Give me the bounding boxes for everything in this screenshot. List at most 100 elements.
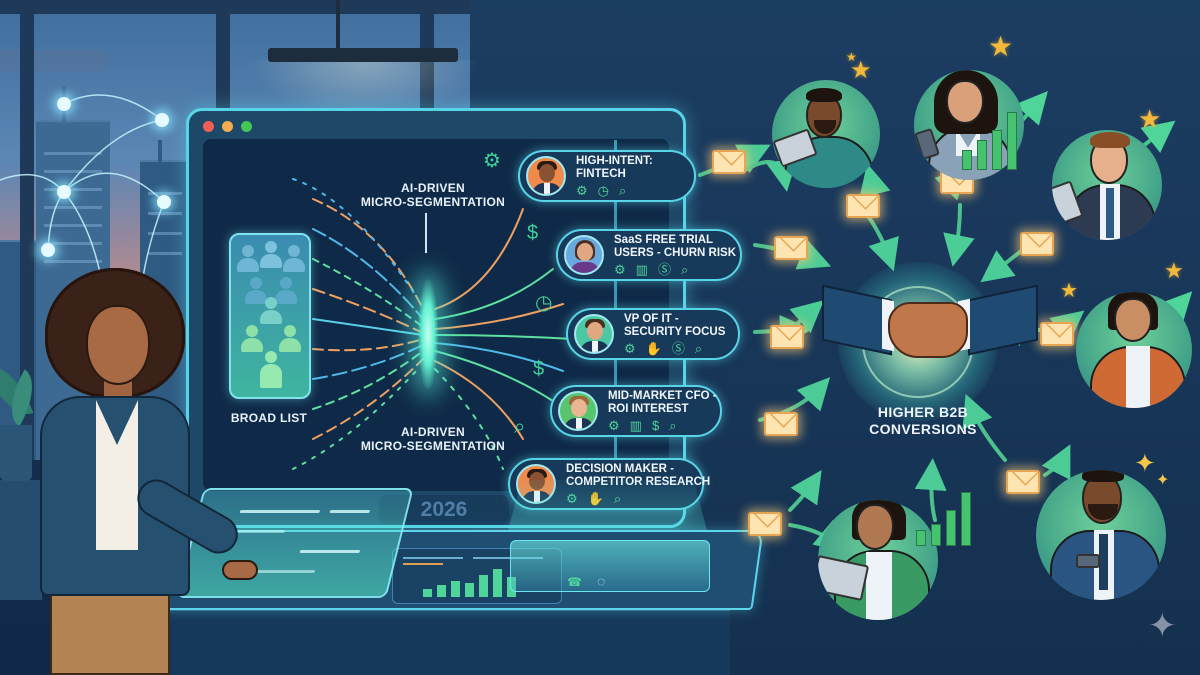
person-icon [245,277,267,304]
avatar [558,391,598,431]
segment-title: COMPETITOR RESEARCH [566,476,710,489]
segment-title: DECISION MAKER - [566,462,674,475]
gears-icon: ⚙ [624,340,636,356]
plant-pot [0,425,32,481]
customer-woman-orange-blazer[interactable] [1076,292,1192,408]
sparkle-icon: ✦ [1134,448,1156,478]
avatar [574,314,614,354]
person-icon [260,351,282,388]
handshake-icon: ✋ [645,340,662,356]
network-node [57,185,71,199]
broad-list-card [229,233,311,399]
person-icon [260,241,282,268]
segment-title: VP OF IT - [624,312,679,325]
bar-chart-icon: ▥ [635,261,648,277]
dollar-timer-icon: $ [527,222,539,244]
gear-icon: ⚙ [576,182,588,198]
label-pointer [425,213,427,253]
envelope-icon [1040,322,1074,346]
segment-card-saas-churn[interactable]: SaaS FREE TRIAL USERS - CHURN RISK ⚙ ▥ Ⓢ… [556,229,742,281]
dollar-icon: $ [533,358,545,380]
broad-list-label: BROAD LIST [230,411,308,425]
dollar-icon: Ⓢ [657,261,671,277]
envelope-icon [1020,232,1054,256]
growth-chart [916,490,971,546]
gears-icon: ⚙ [608,417,620,433]
star-icon: ★ [846,50,857,64]
dollar-icon: $ [651,417,660,433]
network-node [157,195,171,209]
growth-chart [962,110,1017,170]
clock-icon: ◷ [597,182,609,198]
close-dot[interactable] [203,121,214,132]
person-icon [237,245,259,272]
search-icon: ⌕ [614,491,621,506]
presenter-hand [222,560,258,580]
avatar [526,156,566,196]
segment-icons: ⚙ ▥ $ ⌕ [608,417,717,433]
segment-title: USERS - CHURN RISK [614,246,737,259]
segment-title: HIGH-INTENT: [576,154,653,167]
person-icon [279,325,301,352]
envelope-icon [846,194,880,218]
envelope-icon [774,236,808,260]
window-frame [20,0,34,460]
handshake-icon [888,302,968,358]
maximize-dot[interactable] [241,121,252,132]
avatar [564,235,604,275]
envelope-icon [770,325,804,349]
minimize-dot[interactable] [222,121,233,132]
customer-man-suit-tablet[interactable] [1052,130,1162,240]
envelope-icon [764,412,798,436]
segment-icons: ⚙ ✋ Ⓢ ⌕ [624,340,725,356]
segment-title: MID-MARKET CFO - [608,389,717,402]
segment-card-vp-it[interactable]: VP OF IT - SECURITY FOCUS ⚙ ✋ Ⓢ ⌕ [566,308,740,360]
gears-icon: ⚙ [614,261,626,277]
ceiling-lamp [268,48,458,62]
console-base [170,608,730,675]
segment-title: ROI INTEREST [608,402,689,415]
segment-card-cfo-roi[interactable]: MID-MARKET CFO - ROI INTEREST ⚙ ▥ $ ⌕ [550,385,722,437]
segment-title: SECURITY FOCUS [624,325,726,338]
star-icon: ★ [850,57,872,84]
window-frame [0,0,470,14]
presenter-face [86,305,150,385]
segment-card-fintech[interactable]: HIGH-INTENT: FINTECH ⚙ ◷ ⌕ [518,150,696,202]
customer-woman-green-blazer-laptop[interactable] [818,500,938,620]
customer-man-blue-suit-phone[interactable] [1036,470,1166,600]
segment-card-decision-maker[interactable]: DECISION MAKER - COMPETITOR RESEARCH ⚙ ✋… [508,458,710,510]
envelope-icon [748,512,782,536]
segment-icons: ⚙ ✋ ⌕ [566,491,710,506]
search-icon: ⌕ [619,182,627,198]
console-hologram-panel[interactable]: ☎ ◌ [510,540,710,592]
bar-chart-icon: ▥ [629,417,642,433]
network-node [57,97,71,111]
handshake-icon: ✋ [588,491,604,506]
dollar-icon: Ⓢ [671,340,685,356]
conversion-label-line2: CONVERSIONS [869,421,977,437]
star-icon: ★ [1138,104,1162,134]
person-icon [241,325,263,352]
conversion-label-line1: HIGHER B2B [877,404,969,420]
star-icon: ★ [988,31,1014,62]
lamp-cord [336,0,340,50]
top-segmentation-label: AI-DRIVEN MICRO-SEGMENTATION [360,181,506,209]
envelope-icon [1006,470,1040,494]
gears-icon: ⚙ [566,491,578,506]
network-node [155,113,169,127]
network-node [41,243,55,257]
segment-title: FINTECH [576,167,626,180]
search-icon: ⌕ [680,261,689,277]
antenna [158,140,162,164]
sparkle-icon: ✦ [1156,472,1170,489]
phone-icon: ☎ [567,575,582,589]
search-icon: ⌕ [514,416,526,438]
segment-icons: ⚙ ▥ Ⓢ ⌕ [614,261,736,277]
watermark-sparkle-icon: ✦ [1148,607,1177,645]
gear-icon: ⚙ [483,150,501,172]
conversion-label: HIGHER B2B CONVERSIONS [848,404,998,438]
customer-man-tablet[interactable] [772,80,880,188]
search-icon: ⌕ [694,340,703,356]
refresh-icon: ◌ [597,573,606,589]
star-icon: ★ [1164,258,1184,283]
